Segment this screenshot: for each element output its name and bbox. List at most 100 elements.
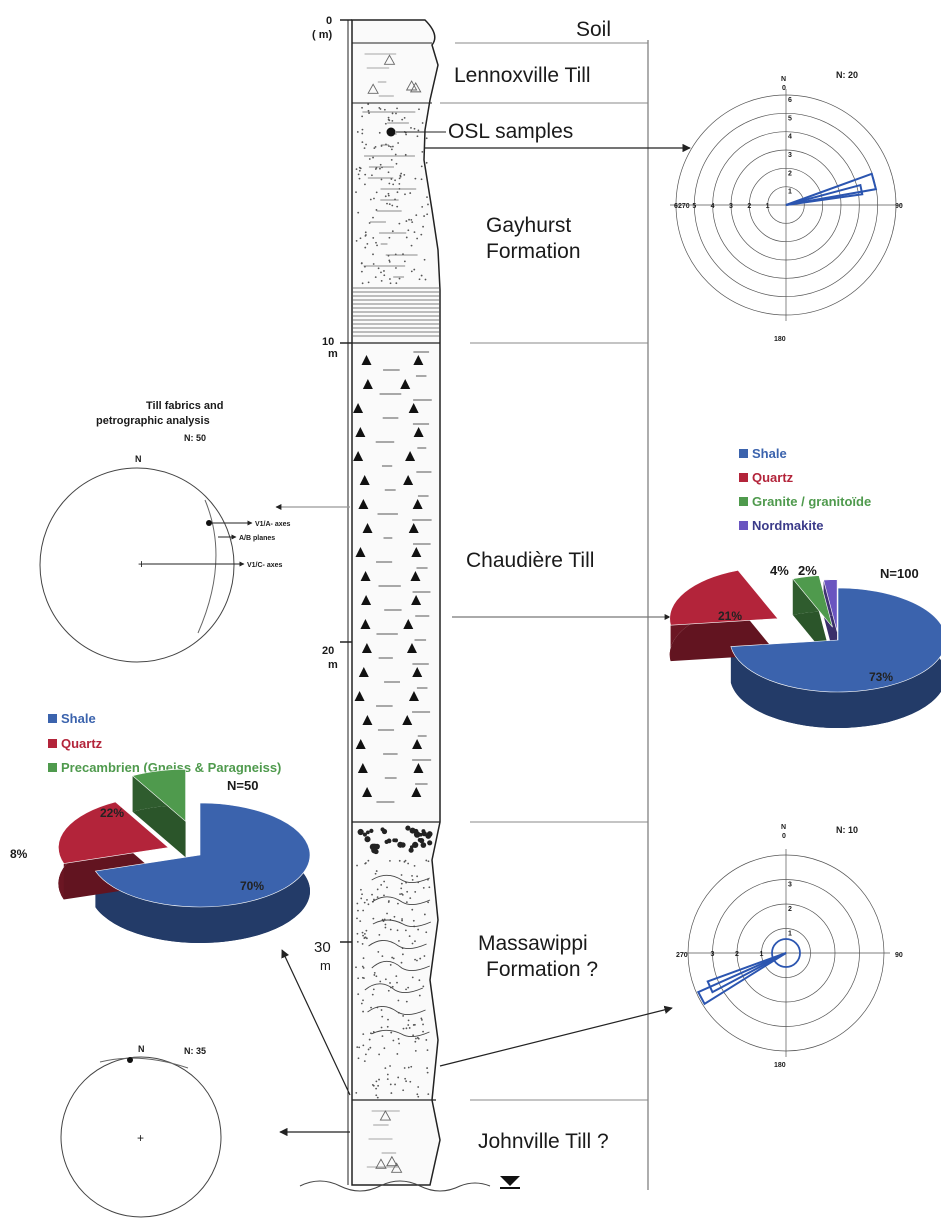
unit-gayhurst-1: Gayhurst — [486, 214, 571, 237]
depth-10-label: 10 — [322, 336, 334, 348]
sand-dot — [401, 953, 404, 956]
sand-dot — [391, 112, 394, 115]
sand-dot — [423, 913, 426, 916]
sand-dot — [361, 106, 363, 109]
clast-triangle — [390, 1162, 403, 1173]
clast-triangle — [412, 499, 423, 509]
sand-dot — [407, 1066, 410, 1069]
sand-dot — [414, 177, 417, 180]
sand-dot — [387, 901, 390, 903]
osl-samples-label: OSL samples — [448, 120, 573, 143]
gravel-clast — [393, 838, 399, 843]
sand-dot — [372, 253, 374, 256]
rose-ring-label: 2 — [735, 951, 739, 958]
sand-dot — [387, 989, 390, 992]
sand-dot — [414, 940, 416, 943]
sand-dot — [371, 174, 373, 177]
sand-dot — [388, 260, 391, 263]
sand-dot — [419, 957, 422, 960]
sand-dot — [398, 222, 401, 225]
pie-massawippi-n: N=50 — [227, 778, 258, 793]
sand-dot — [361, 115, 364, 118]
clast-triangle — [360, 571, 371, 581]
unit-chaudiere-till: Chaudière Till — [466, 549, 594, 572]
sand-dot — [361, 943, 364, 945]
sand-dot — [423, 955, 426, 957]
sand-dot — [401, 919, 403, 922]
sand-dot — [380, 1026, 383, 1029]
sand-dot — [400, 887, 403, 890]
sand-dot — [355, 1091, 358, 1094]
sand-dot — [358, 1046, 361, 1049]
sand-dot — [405, 901, 408, 903]
sand-dot — [410, 270, 413, 273]
sand-dot — [416, 1093, 419, 1096]
sand-dot — [366, 898, 368, 901]
unit-gayhurst-2: Formation — [486, 240, 581, 263]
rose-ring-label: 3 — [788, 882, 792, 889]
sand-dot — [425, 931, 428, 934]
sand-dot — [413, 268, 416, 271]
sand-dot — [370, 1006, 372, 1009]
sand-dot — [356, 932, 359, 935]
sand-dot — [411, 908, 414, 911]
legend-swatch-quartz — [739, 473, 748, 482]
sand-dot — [391, 956, 394, 959]
sand-dot — [423, 258, 426, 261]
sand-dot — [356, 864, 358, 867]
depth-zero-label: 0 — [326, 15, 332, 27]
sand-dot — [423, 215, 425, 217]
sand-dot — [403, 173, 406, 176]
sand-dot — [394, 1083, 396, 1086]
sand-dot — [362, 1033, 365, 1036]
sand-dot — [362, 957, 365, 960]
sand-dot — [387, 118, 390, 121]
sand-dot — [379, 980, 382, 983]
rose-bottom-north: N — [781, 824, 786, 831]
sand-dot — [374, 145, 377, 148]
gravel-clast — [425, 832, 432, 839]
sand-dot — [378, 1078, 380, 1081]
va-axis-point — [206, 520, 212, 526]
gravel-clast — [362, 832, 367, 837]
clast-triangle — [410, 571, 421, 581]
sand-dot — [372, 263, 375, 265]
sand-dot — [422, 985, 425, 988]
sand-dot — [375, 975, 378, 978]
slice-label-nordmakite: 2% — [798, 563, 817, 578]
sand-dot — [355, 168, 358, 171]
sand-dot — [364, 173, 367, 176]
clast-triangle — [362, 787, 373, 797]
gravel-clast — [412, 841, 419, 849]
clast-triangle — [355, 427, 366, 437]
sand-dot — [404, 929, 407, 932]
clast-triangle — [403, 475, 414, 485]
sand-dot — [397, 902, 399, 905]
rose-top-zero: 0 — [782, 85, 786, 92]
sand-dot — [375, 1080, 378, 1083]
clast-triangle — [411, 787, 422, 797]
sand-dot — [398, 182, 401, 185]
sand-dot — [357, 173, 360, 176]
water-table-icon — [500, 1176, 520, 1189]
sand-dot — [416, 1036, 419, 1039]
rose-bottom-west: 270 — [676, 952, 688, 959]
sand-dot — [368, 158, 371, 160]
clast-triangle — [413, 427, 424, 437]
sand-dot — [389, 928, 392, 931]
sand-dot — [391, 985, 394, 988]
sand-dot — [355, 239, 358, 242]
sand-dot — [390, 148, 393, 151]
sand-dot — [380, 884, 383, 886]
depth-10-unit: m — [328, 348, 338, 360]
clast-triangle — [386, 1155, 398, 1167]
fabric-bottom-n: N: 35 — [184, 1046, 206, 1056]
sand-dot — [362, 999, 364, 1002]
gravel-clast — [384, 839, 389, 844]
sand-dot — [396, 981, 398, 984]
sand-dot — [358, 169, 361, 172]
sand-dot — [380, 271, 382, 274]
sand-dot — [388, 145, 390, 147]
sand-dot — [383, 270, 385, 272]
